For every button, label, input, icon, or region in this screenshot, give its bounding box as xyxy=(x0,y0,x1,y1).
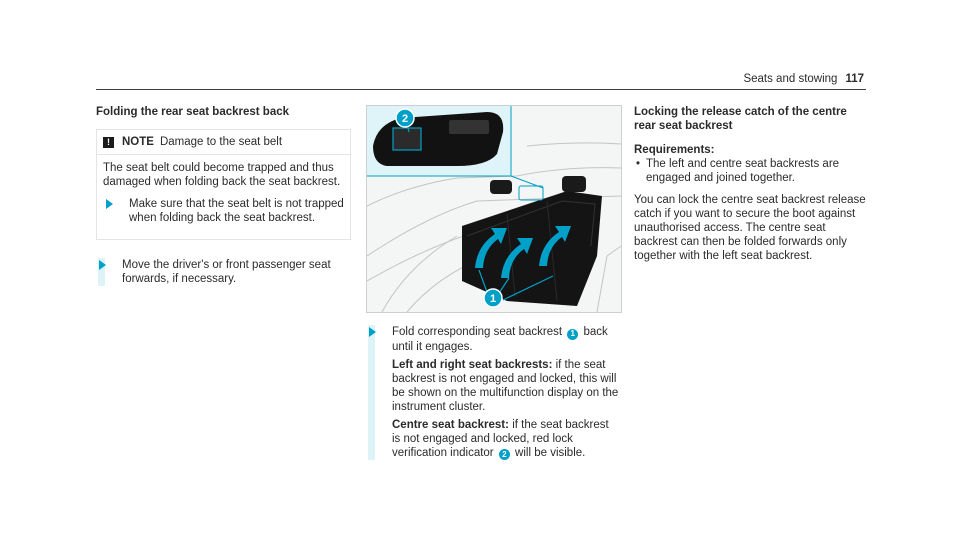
step-arrow-icon xyxy=(99,260,106,270)
callout-badge-2: 2 xyxy=(395,108,415,128)
centre-backrest-label: Centre seat backrest: xyxy=(392,418,509,431)
step-arrow-icon xyxy=(106,199,113,209)
svg-text:1: 1 xyxy=(490,293,496,305)
note-box: ! NOTE Damage to the seat belt The seat … xyxy=(96,129,351,240)
note-body: The seat belt could become trapped and t… xyxy=(97,155,350,239)
svg-text:2: 2 xyxy=(402,113,408,125)
step-fold-backrest: Fold corresponding seat backrest 1 back … xyxy=(366,325,620,460)
step-arrow-icon xyxy=(369,327,376,337)
step-bar xyxy=(368,325,375,460)
requirements-list: The left and centre seat backrests are e… xyxy=(634,157,866,185)
section-heading: Locking the release catch of the centre … xyxy=(634,106,847,132)
note-subject: Damage to the seat belt xyxy=(159,136,283,148)
rear-seat-drawing: 1 2 xyxy=(367,106,621,312)
rear-seat-illustration: 1 2 xyxy=(366,105,622,313)
header-rule xyxy=(96,89,866,90)
section-title: Seats and stowing xyxy=(743,73,838,85)
callout-badge: 2 xyxy=(498,449,510,460)
callout-badge: 1 xyxy=(567,328,579,340)
note-text: The seat belt could become trapped and t… xyxy=(103,162,341,188)
right-column: Locking the release catch of the centre … xyxy=(634,105,866,263)
body-text: You can lock the centre seat backrest re… xyxy=(634,194,866,262)
lr-backrests-text: Left and right seat backrests: if the se… xyxy=(392,358,619,413)
note-step: Make sure that the seat belt is not trap… xyxy=(103,197,344,225)
warning-icon: ! xyxy=(103,136,114,148)
step-bar xyxy=(98,258,105,286)
requirement-item: The left and centre seat backrests are e… xyxy=(634,157,866,185)
callout-badge-1: 1 xyxy=(483,288,503,308)
requirements-label: Requirements: xyxy=(634,144,715,156)
note-header: ! NOTE Damage to the seat belt xyxy=(97,130,350,155)
step-move-seat: Move the driver's or front passenger sea… xyxy=(96,258,351,286)
step-text: Move the driver's or front passenger sea… xyxy=(122,259,331,285)
middle-column: 1 2 Fold corresponding seat backrest 1 b… xyxy=(366,105,622,464)
note-label: NOTE xyxy=(122,136,154,148)
page-number: 117 xyxy=(845,73,864,85)
left-column: Folding the rear seat backrest back ! NO… xyxy=(96,105,351,290)
page-header: Seats and stowing 117 xyxy=(743,72,864,86)
section-heading: Folding the rear seat backrest back xyxy=(96,106,290,118)
step-fold-text: Fold corresponding seat backrest 1 back … xyxy=(392,326,608,353)
lr-backrests-label: Left and right seat backrests: xyxy=(392,358,553,371)
centre-backrest-text: Centre seat backrest: if the seat backre… xyxy=(392,418,609,460)
note-step-text: Make sure that the seat belt is not trap… xyxy=(129,198,344,224)
